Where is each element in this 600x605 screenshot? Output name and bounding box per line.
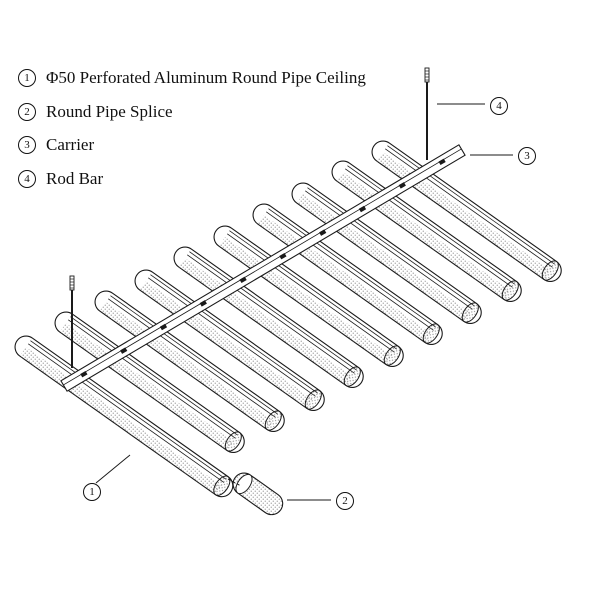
carrier-clip: [120, 347, 128, 354]
callout-carrier: 3: [518, 147, 536, 165]
callout-splice: 2: [336, 492, 354, 510]
pipe-end-cap: [461, 302, 479, 323]
carrier-channel: [60, 144, 466, 392]
legend-label: Φ50 Perforated Aluminum Round Pipe Ceili…: [46, 68, 366, 87]
legend-item-pipe-splice: 2 Round Pipe Splice: [18, 100, 173, 124]
legend-label: Rod Bar: [46, 169, 104, 188]
pipe-slot-line: [347, 165, 515, 285]
carrier-clip: [358, 205, 367, 213]
pipe-end-cap: [501, 280, 519, 301]
pipe-slot-line: [147, 277, 316, 397]
pipe-slot-line: [384, 148, 553, 268]
carrier-clip: [159, 323, 168, 331]
callout-rod-bar: 4: [490, 97, 508, 115]
rods-layer: [69, 67, 430, 368]
pipe-end-cap: [264, 410, 282, 431]
round-pipe-splice: [227, 472, 284, 516]
carrier-clip: [398, 182, 406, 189]
callout-pipe: 1: [83, 483, 101, 501]
legend-number: 1: [18, 69, 36, 87]
pipe-slot-line: [107, 298, 276, 418]
pipe-slot-line: [387, 145, 555, 265]
pipe-end-cap: [224, 431, 242, 452]
pipe-slot-line: [189, 251, 357, 371]
pipe-slot-line: [27, 343, 225, 483]
legend-number: 2: [18, 103, 36, 121]
carrier-clip: [199, 300, 207, 307]
pipe-slot-line: [344, 168, 513, 288]
pipe-slot-line: [110, 295, 278, 415]
carrier-clip: [319, 229, 327, 236]
pipe-slot-line: [304, 190, 473, 310]
rod-bar: [424, 67, 430, 160]
pipe-slot-line: [265, 211, 434, 331]
pipe-end-cap: [304, 389, 322, 410]
round-pipe: [54, 311, 245, 453]
pipe-slot-line: [67, 319, 236, 439]
splice-dashed-link: [227, 478, 242, 487]
legend-label: Carrier: [46, 135, 95, 154]
pipe-slot-line: [229, 230, 397, 350]
pipe-end-cap: [383, 345, 401, 366]
pipe-perforation: [376, 152, 551, 280]
legend-label: Round Pipe Splice: [46, 102, 173, 121]
pipe-perforation: [59, 323, 234, 451]
splice-layer: [227, 472, 284, 516]
carrier-clip: [438, 158, 446, 166]
carrier-layer: [60, 144, 466, 392]
pipe-slot-line: [150, 274, 318, 394]
pipe-end-cap: [213, 475, 231, 496]
carrier-edge-line: [63, 148, 462, 386]
legend-item-carrier: 3 Carrier: [18, 133, 94, 157]
leader-line: [95, 454, 131, 484]
legend-number: 3: [18, 136, 36, 154]
pipe-end-cap: [422, 323, 440, 344]
legend-item-rod-bar: 4 Rod Bar: [18, 167, 103, 191]
legend-number: 4: [18, 170, 36, 188]
legend-item-pipe-ceiling: 1 Φ50 Perforated Aluminum Round Pipe Cei…: [18, 66, 366, 90]
pipe-slot-line: [307, 187, 475, 307]
pipe-slot-line: [70, 316, 238, 436]
pipe-slot-line: [30, 340, 227, 480]
pipe-end-cap: [343, 366, 361, 387]
pipe-slot-line: [186, 254, 355, 374]
pipe-slot-line: [268, 208, 436, 328]
carrier-clip: [239, 276, 247, 284]
pipes-layer: [14, 140, 562, 498]
leader-lines-layer: [95, 103, 513, 501]
rod-bar: [69, 275, 75, 368]
carrier-clip: [279, 252, 287, 260]
pipe-end-cap: [541, 260, 559, 281]
pipe-slot-line: [226, 233, 395, 353]
splice-end: [235, 473, 253, 495]
carrier-clip: [80, 370, 88, 378]
